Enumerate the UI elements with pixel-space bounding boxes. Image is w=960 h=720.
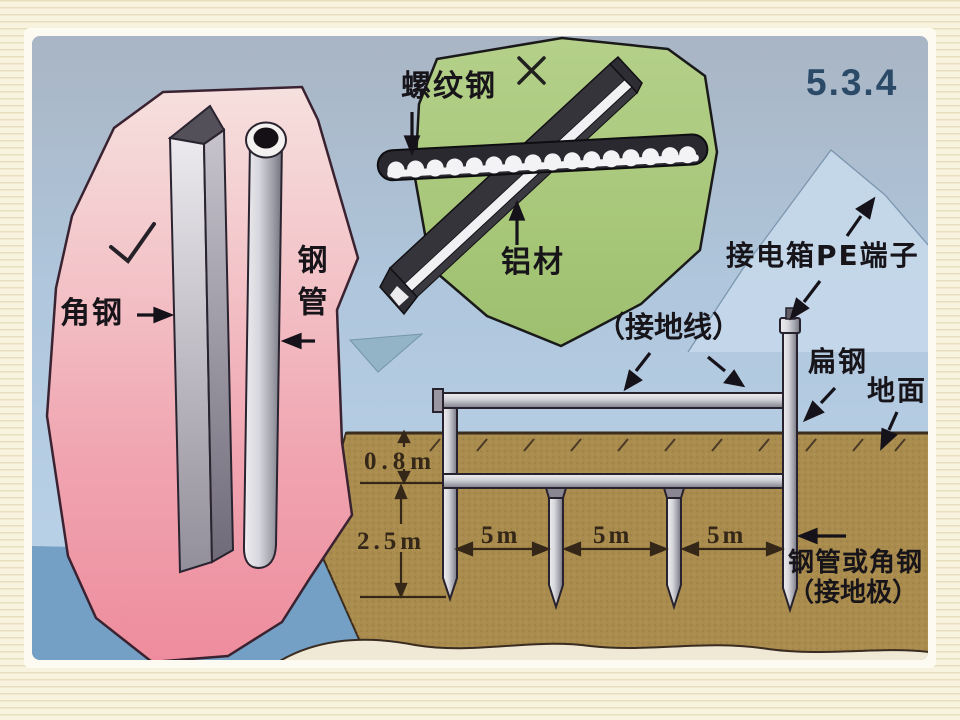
ground-rod-3 — [666, 486, 682, 611]
spacing-dimension-2: 5m — [593, 522, 633, 549]
grounding-structure — [432, 307, 801, 614]
steel-pipe-arrow — [280, 332, 315, 350]
sky-facet — [348, 333, 424, 373]
sand-shape — [279, 638, 928, 660]
ground-rod-1 — [442, 393, 458, 603]
flat-steel-label: 扁钢 — [808, 345, 869, 378]
angle-steel-arrow — [137, 306, 175, 324]
green-blob — [413, 36, 719, 348]
aluminum-label: 铝材 — [501, 245, 565, 280]
rebar-arrow — [403, 112, 421, 157]
rod-3-joint — [662, 487, 686, 499]
aluminum-arrow — [508, 199, 526, 245]
ground-wire-label: （接地线） — [596, 310, 742, 344]
ground-surface-arrow — [880, 411, 899, 451]
label-arrows — [623, 196, 899, 545]
ground-wire-left-cap — [432, 388, 444, 413]
riser-collar — [779, 317, 801, 334]
cross-mark-icon — [517, 56, 546, 85]
approved-materials-panel — [45, 85, 360, 660]
ground-wire-bar — [436, 392, 790, 409]
illustration-area: 5.3.4 螺纹钢 铝材 角钢 钢管 接电箱PE端子 （接地线） 扁钢 地面 钢… — [32, 36, 928, 660]
angle-steel-label: 角钢 — [60, 296, 124, 331]
grounding-illustration — [32, 36, 928, 660]
rejected-materials-panel — [376, 36, 719, 348]
section-number: 5.3.4 — [806, 62, 899, 103]
dimension-graphics — [360, 429, 785, 599]
ground-wire-right-arrow — [706, 355, 746, 388]
ground-rod-2 — [548, 486, 564, 611]
pe-terminal-down-arrow — [789, 280, 822, 321]
electrode-label-line1: 钢管或角钢 — [788, 548, 924, 578]
pe-terminal-up-arrow — [845, 196, 876, 237]
check-mark-icon — [109, 222, 156, 264]
ground-wire-left-arrow — [623, 352, 652, 392]
angle-steel-figure — [167, 104, 235, 574]
buried-connector-bar — [442, 473, 796, 489]
ground-surface-label: 地面 — [867, 374, 928, 407]
spacing-dimension-arrows — [454, 541, 785, 557]
rebar-label: 螺纹钢 — [401, 69, 497, 104]
mountain-shape — [687, 149, 928, 353]
steel-pipe-label: 钢管 — [291, 244, 327, 328]
rod-2-joint — [544, 487, 568, 499]
electrode-label-line2: （接地极） — [788, 578, 919, 608]
ground-hatch-marks — [429, 438, 906, 452]
earth-ground — [313, 431, 928, 660]
electrode-arrow — [796, 527, 846, 545]
pe-terminal-label: 接电箱PE端子 — [726, 239, 920, 272]
spacing-dimension-3: 5m — [707, 522, 747, 549]
steel-pipe-figure — [242, 121, 287, 570]
spacing-dimension-1: 5m — [481, 522, 521, 549]
flat-steel-arrow — [802, 386, 837, 423]
burial-depth-dimension: 0.8m — [364, 448, 437, 475]
electrode-length-dimension: 2.5m — [357, 528, 426, 555]
rebar-figure — [376, 133, 709, 182]
